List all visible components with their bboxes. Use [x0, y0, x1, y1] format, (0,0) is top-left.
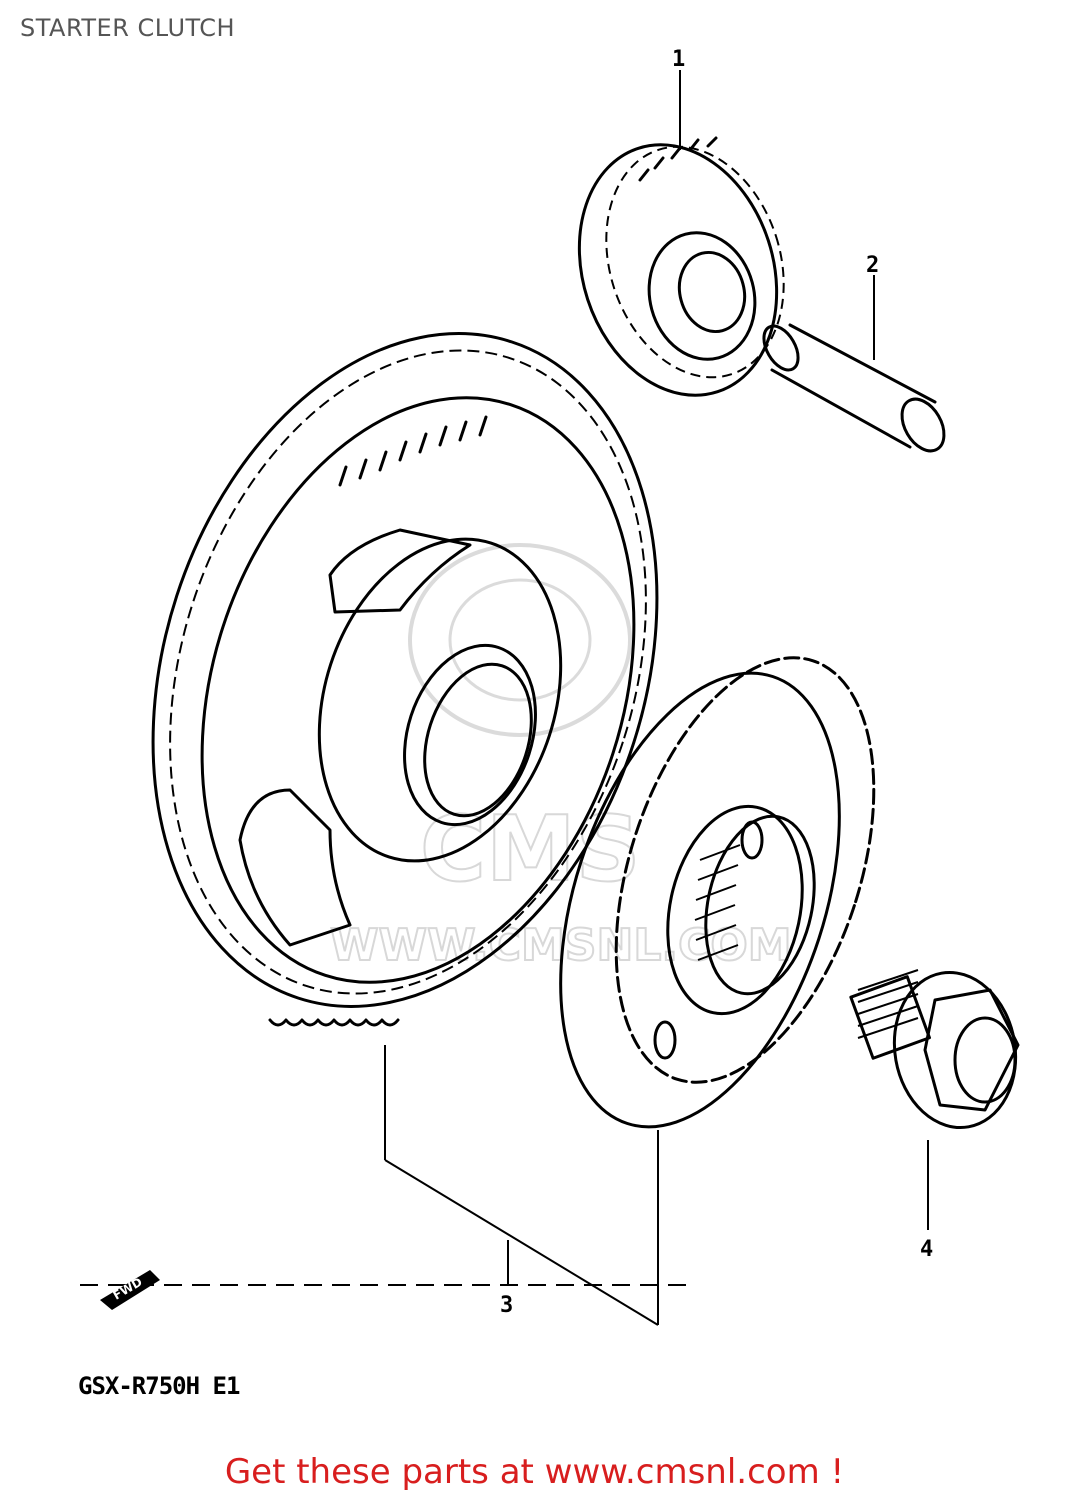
page-title: STARTER CLUTCH	[20, 14, 236, 42]
part-3-starter-driven-gear	[151, 332, 659, 1027]
part-2-shaft	[762, 323, 946, 453]
part-4-bolt	[849, 969, 1020, 1130]
callout-1: 1	[672, 47, 685, 72]
footer: Get these parts at www.cmsnl.com !	[0, 1452, 1069, 1492]
callout-3: 3	[500, 1293, 513, 1318]
leader-lines	[384, 70, 929, 1326]
parts-shop-link[interactable]: Get these parts at www.cmsnl.com !	[224, 1452, 845, 1492]
model-code: GSX-R750H E1	[78, 1372, 240, 1400]
part-1-starter-idle-gear	[577, 136, 785, 397]
watermark: CMS WWW.CMSNL.COM	[329, 543, 793, 972]
part-3-one-way-clutch	[559, 656, 876, 1129]
callout-4: 4	[920, 1237, 933, 1262]
callout-2: 2	[866, 253, 879, 278]
